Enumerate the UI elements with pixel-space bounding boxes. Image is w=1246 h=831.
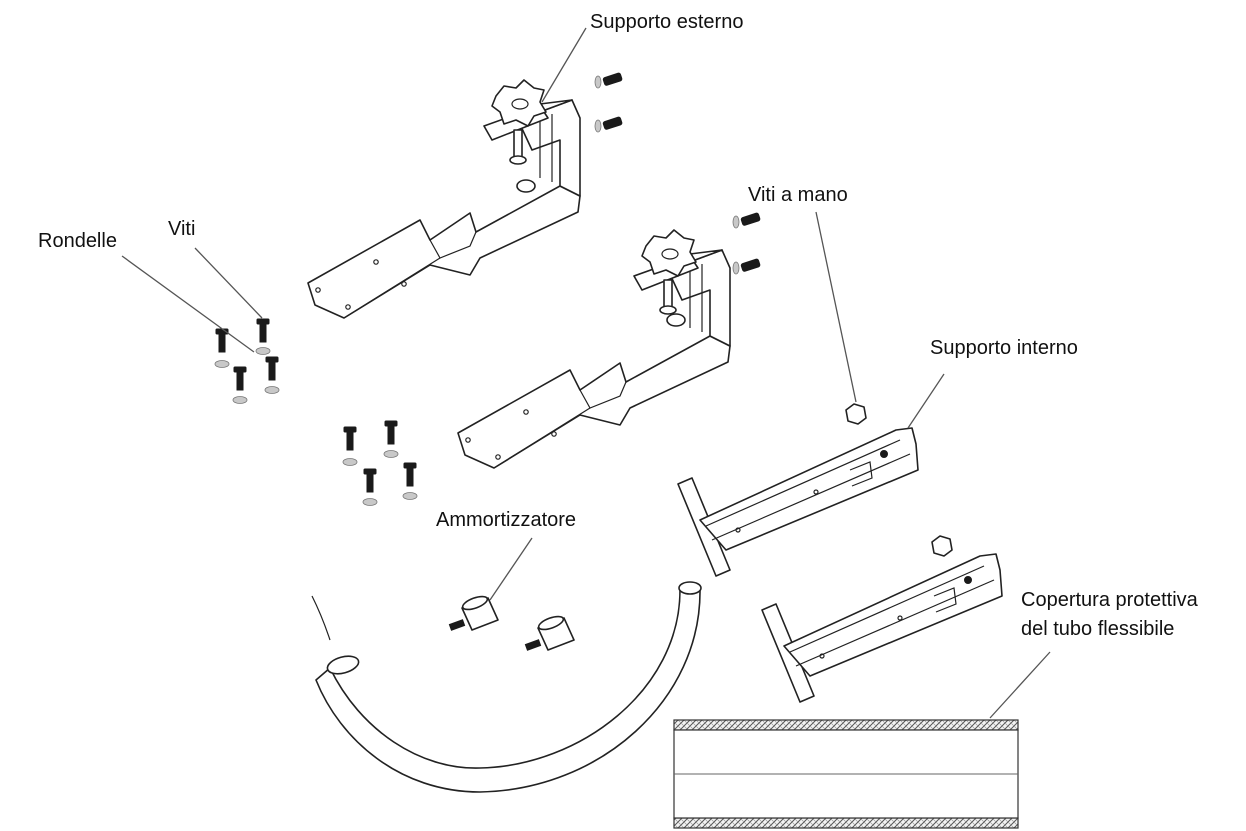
label-viti-a-mano: Viti a mano [748, 184, 848, 206]
screws-group-1 [214, 318, 280, 404]
outer-bracket-1 [307, 79, 581, 319]
hose-protective-cover [673, 719, 1019, 829]
inner-bracket-1 [677, 427, 919, 577]
label-copertura-line1: Copertura protettiva [1021, 589, 1198, 611]
label-copertura-line2: del tubo flessibile [1021, 618, 1175, 640]
screws-group-2 [342, 420, 418, 506]
leader-lines [121, 27, 1051, 719]
curved-hose [311, 581, 702, 793]
hand-screw-2 [931, 535, 953, 557]
shock-absorber-2 [524, 615, 575, 651]
label-supporto-esterno: Supporto esterno [590, 11, 744, 33]
outer-bracket-2 [457, 229, 731, 469]
label-ammortizzatore: Ammortizzatore [436, 509, 577, 531]
label-viti: Viti [168, 218, 196, 240]
inner-bracket-2 [761, 553, 1003, 703]
hand-screw-1 [845, 403, 867, 425]
shock-absorber-1 [448, 595, 499, 631]
label-rondelle: Rondelle [38, 230, 117, 252]
label-supporto-interno: Supporto interno [930, 337, 1078, 359]
